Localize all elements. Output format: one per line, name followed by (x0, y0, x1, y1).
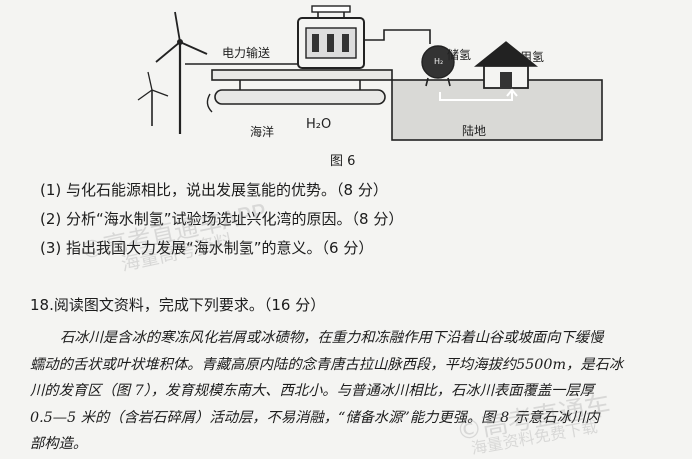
label-h2-tank: H₂ (434, 57, 444, 66)
hydrogen-diagram (137, 5, 603, 141)
label-power-transmission: 电力输送 (222, 46, 271, 60)
house-icon (474, 41, 538, 89)
flow-arrow-icon (439, 88, 518, 101)
electrolyzer-icon (297, 5, 365, 69)
question-18-paragraph: 石冰川是含冰的寒冻风化岩屑或冰碛物，在重力和冻融作用下沿着山谷或坡面向下缓慢 蠕… (30, 325, 680, 458)
question-list: (1) 与化石能源相比，说出发展氢能的优势。（8 分） (2) 分析“海水制氢”… (40, 176, 660, 263)
label-hydrogen-use: 用氢 (520, 50, 545, 64)
figure-6: 电力输送 储氢 用氢 海洋 H₂O 陆地 H₂ 图 6 (0, 0, 692, 175)
label-hydrogen-storage: 储氢 (447, 48, 472, 62)
label-land: 陆地 (462, 124, 487, 138)
label-water: H₂O (306, 117, 332, 132)
storage-tank-icon (421, 45, 455, 87)
label-ocean: 海洋 (250, 125, 275, 139)
paragraph-line: 川的发育区（图 7），发育规模东南大、西北小。与普通冰川相比，石冰川表面覆盖一层… (30, 383, 595, 399)
question-item: (3) 指出我国大力发展“海水制氢”的意义。（6 分） (40, 239, 374, 257)
question-item: (2) 分析“海水制氢”试验场选址兴化湾的原因。（8 分） (40, 210, 404, 228)
land-block (391, 79, 603, 141)
wind-turbine-large (155, 11, 208, 134)
question-18-heading: 18.阅读图文资料，完成下列要求。（16 分） (30, 296, 326, 314)
question-item: (1) 与化石能源相比，说出发展氢能的优势。（8 分） (40, 181, 388, 199)
wind-turbine-small (137, 71, 169, 126)
paragraph-line: 0.5—5 米的（含岩石碎屑）活动层，不易消融，“储备水源”能力更强。图 8 示… (30, 409, 600, 426)
hydrogen-pipe (364, 29, 431, 44)
figure-caption: 图 6 (330, 154, 356, 169)
paragraph-line: 石冰川是含冰的寒冻风化岩屑或冰碛物，在重力和冻融作用下沿着山谷或坡面向下缓慢 (60, 330, 604, 346)
paragraph-line: 部构造。 (30, 436, 88, 452)
paragraph-line: 蠕动的舌状或叶状堆积体。青藏高原内陆的念青唐古拉山脉西段，平均海拔约5500m，… (30, 356, 624, 373)
offshore-platform (206, 69, 393, 113)
